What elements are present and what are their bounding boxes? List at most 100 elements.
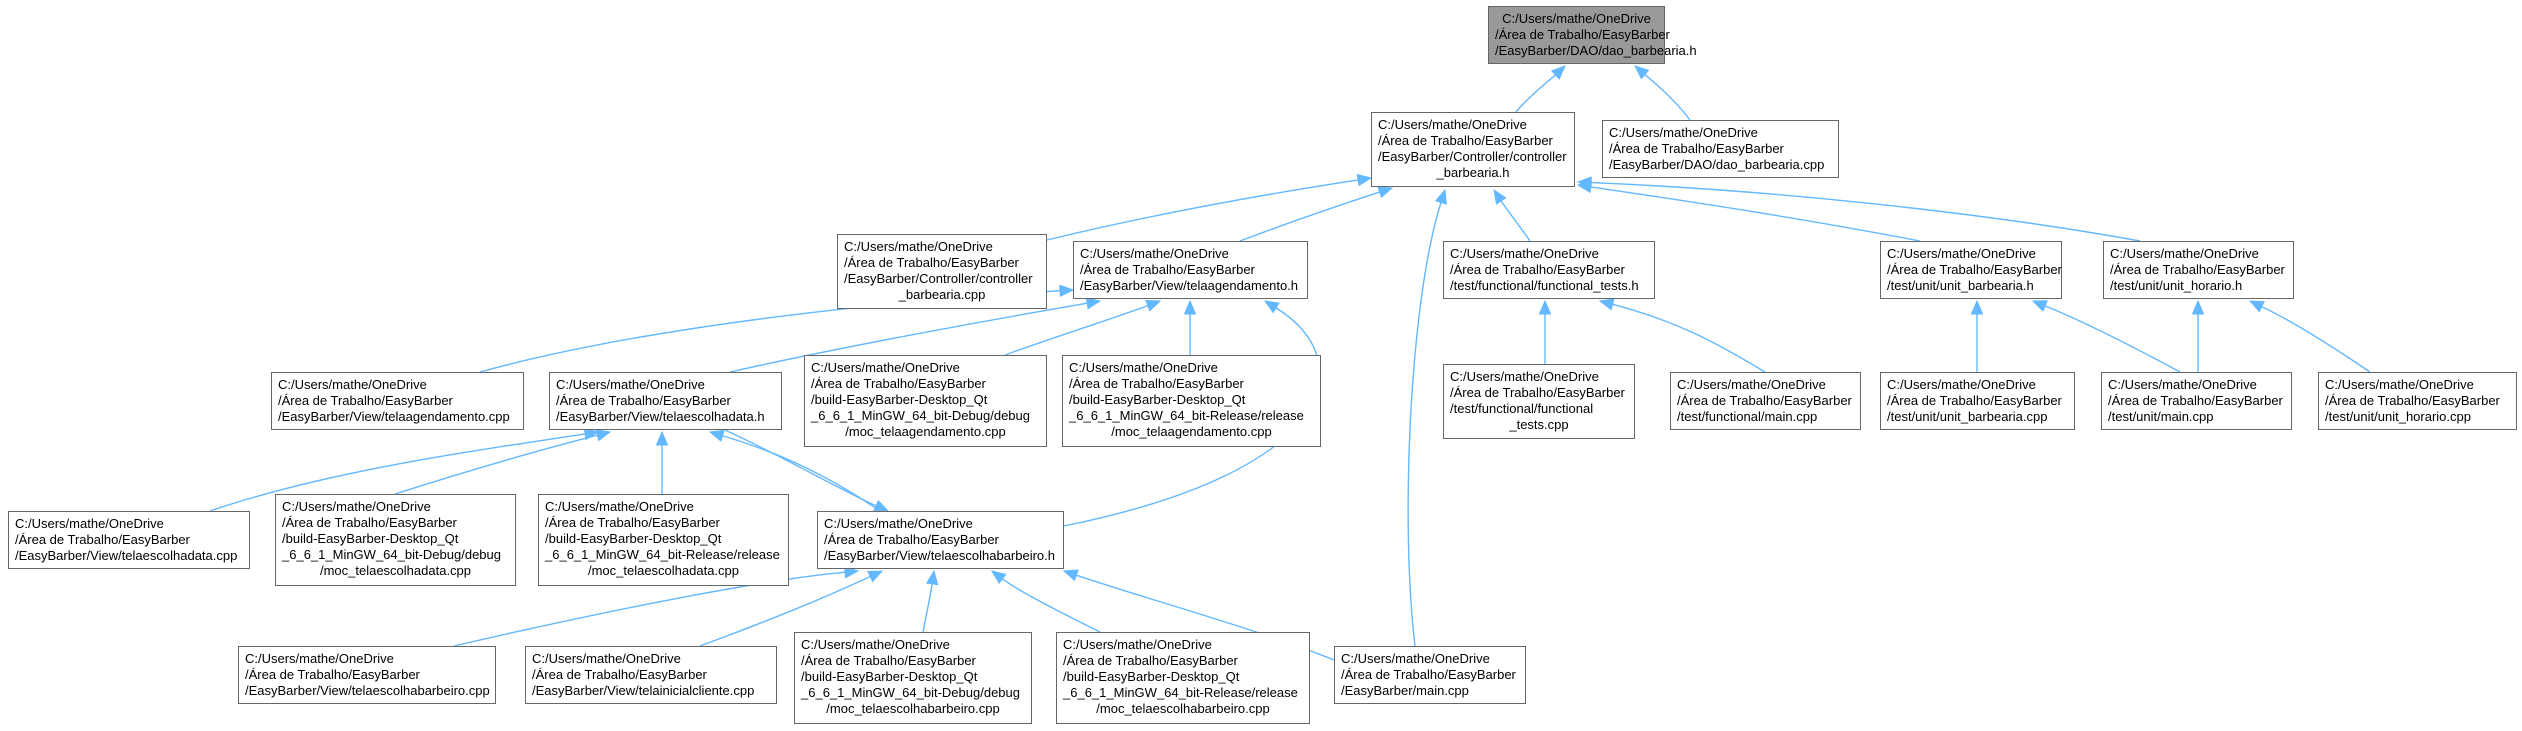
node-telaescolhabarbeiro-h[interactable]: C:/Users/mathe/OneDrive /Área de Trabalh… [817,511,1064,569]
node-unit-horario-cpp[interactable]: C:/Users/mathe/OneDrive /Área de Trabalh… [2318,372,2517,430]
node-line: /EasyBarber/View/telaagendamento.h [1080,278,1299,293]
arrowhead-n15-to-n7 [1970,299,1984,315]
edge-n11-to-n5 [1004,304,1149,356]
node-telaescolhabarbeiro-cpp[interactable]: C:/Users/mathe/OneDrive /Área de Trabalh… [238,646,496,704]
node-line: /Área de Trabalho/EasyBarber [811,376,986,391]
node-line: C:/Users/mathe/OneDrive [1887,377,2036,392]
node-controller-barbearia-h[interactable]: C:/Users/mathe/OneDrive /Área de Trabalh… [1371,112,1575,187]
node-line: C:/Users/mathe/OneDrive [2325,377,2474,392]
node-line: /Área de Trabalho/EasyBarber [545,515,720,530]
node-line: /EasyBarber/DAO/dao_barbearia.cpp [1609,157,1825,172]
node-line: _6_6_1_MinGW_64_bit-Debug/debug [801,685,1020,700]
node-line: _tests.cpp [1509,417,1569,432]
node-line: _6_6_1_MinGW_64_bit-Release/release [1069,408,1304,423]
node-line: C:/Users/mathe/OneDrive [801,637,950,652]
node-line: /moc_telaescolhadata.cpp [319,563,472,578]
node-line: /test/functional/main.cpp [1677,409,1818,424]
arrowhead-n10-to-n5 [1085,297,1102,310]
node-moc-telaescolhabarbeiro-debug[interactable]: C:/Users/mathe/OneDrive /Área de Trabalh… [794,632,1032,724]
node-telaagendamento-h[interactable]: C:/Users/mathe/OneDrive /Área de Trabalh… [1073,241,1308,299]
node-telainicialcliente-cpp[interactable]: C:/Users/mathe/OneDrive /Área de Trabalh… [525,646,777,704]
node-line: /EasyBarber/main.cpp [1341,683,1469,698]
node-line: C:/Users/mathe/OneDrive [245,651,394,666]
node-telaescolhadata-h[interactable]: C:/Users/mathe/OneDrive /Área de Trabalh… [549,372,782,430]
edge-n16-to-n7 [2044,305,2181,373]
node-main-cpp[interactable]: C:/Users/mathe/OneDrive /Área de Trabalh… [1334,646,1526,704]
node-line: /build-EasyBarber-Desktop_Qt [1069,392,1246,407]
node-moc-telaescolhadata-debug[interactable]: C:/Users/mathe/OneDrive /Área de Trabalh… [275,494,516,586]
node-line: /EasyBarber/Controller/controller [1378,149,1567,164]
node-line: C:/Users/mathe/OneDrive [1063,637,1212,652]
node-line: /Área de Trabalho/EasyBarber [824,532,999,547]
node-line: _barbearia.h [1436,165,1510,180]
node-line: /moc_telaescolhabarbeiro.cpp [1096,701,1270,716]
node-telaagendamento-cpp[interactable]: C:/Users/mathe/OneDrive /Área de Trabalh… [271,372,524,430]
node-line: C:/Users/mathe/OneDrive [278,377,427,392]
edge-n22-to-n21 [453,571,846,647]
edge-n2-to-n1 [1515,74,1556,113]
node-line: C:/Users/mathe/OneDrive [556,377,705,392]
node-moc-telaescolhabarbeiro-release[interactable]: C:/Users/mathe/OneDrive /Área de Trabalh… [1056,632,1310,724]
node-unit-horario-h[interactable]: C:/Users/mathe/OneDrive /Área de Trabalh… [2103,241,2294,299]
node-functional-tests-h[interactable]: C:/Users/mathe/OneDrive /Área de Trabalh… [1443,241,1655,299]
node-dao-barbearia-cpp[interactable]: C:/Users/mathe/OneDrive /Área de Trabalh… [1602,120,1839,178]
node-line: /build-EasyBarber-Desktop_Qt [282,531,459,546]
node-line: /EasyBarber/Controller/controller [844,271,1033,286]
node-line: /Área de Trabalho/EasyBarber [1080,262,1255,277]
node-line: /test/functional/functional [1450,401,1594,416]
node-telaescolhadata-cpp[interactable]: C:/Users/mathe/OneDrive /Área de Trabalh… [8,511,250,569]
node-line: /Área de Trabalho/EasyBarber [1063,653,1238,668]
node-line: /Área de Trabalho/EasyBarber [1069,376,1244,391]
node-line: /build-EasyBarber-Desktop_Qt [1063,669,1240,684]
arrowhead-n4-to-n2 [1356,173,1373,187]
node-line: /EasyBarber/View/telaescolhadata.h [556,409,765,424]
arrowhead-n21-to-n10 [708,429,725,442]
node-moc-telaagendamento-debug[interactable]: C:/Users/mathe/OneDrive /Área de Trabalh… [804,355,1047,447]
node-line: C:/Users/mathe/OneDrive [844,239,993,254]
node-line: /Área de Trabalho/EasyBarber [1341,667,1516,682]
node-line: /build-EasyBarber-Desktop_Qt [801,669,978,684]
node-line: /EasyBarber/View/telaagendamento.cpp [278,409,510,424]
node-line: C:/Users/mathe/OneDrive [1887,246,2036,261]
arrowhead-n6-to-n2 [1493,188,1507,205]
node-line: /test/functional/functional_tests.h [1450,278,1639,293]
arrowhead-n13-to-n6 [1538,299,1552,315]
node-line: C:/Users/mathe/OneDrive [1450,246,1599,261]
edge-n14-to-n6 [1612,303,1766,373]
node-functional-main-cpp[interactable]: C:/Users/mathe/OneDrive /Área de Trabalh… [1670,372,1861,430]
node-line: /test/unit/unit_barbearia.cpp [1887,409,2048,424]
node-line: /EasyBarber/View/telainicialcliente.cpp [532,683,755,698]
node-moc-telaagendamento-release[interactable]: C:/Users/mathe/OneDrive /Área de Trabalh… [1062,355,1321,447]
arrowhead-n11-to-n5 [1145,299,1162,312]
node-line: /Área de Trabalho/EasyBarber [2108,393,2283,408]
node-line: C:/Users/mathe/OneDrive [2108,377,2257,392]
node-line: /Área de Trabalho/EasyBarber [532,667,707,682]
node-line: /moc_telaagendamento.cpp [845,424,1006,439]
node-controller-barbearia-cpp[interactable]: C:/Users/mathe/OneDrive /Área de Trabalh… [837,234,1047,309]
node-line: /test/unit/main.cpp [2108,409,2214,424]
arrowhead-n26-to-n2 [1434,188,1447,205]
arrowhead-n8-to-n2 [1576,176,1592,189]
node-unit-barbearia-h[interactable]: C:/Users/mathe/OneDrive /Área de Trabalh… [1880,241,2062,299]
node-unit-barbearia-cpp[interactable]: C:/Users/mathe/OneDrive /Área de Trabalh… [1880,372,2075,430]
node-line: /build-EasyBarber-Desktop_Qt [545,531,722,546]
node-line: /Área de Trabalho/EasyBarber [1677,393,1852,408]
node-moc-telaescolhadata-release[interactable]: C:/Users/mathe/OneDrive /Área de Trabalh… [538,494,789,586]
arrowhead-n20-to-n10 [655,430,669,446]
arrowhead-n26-to-n21 [1062,569,1079,582]
edge-n3-to-n1 [1644,73,1691,121]
arrowhead-n17-to-n8 [2248,300,2265,313]
node-line: /moc_telaagendamento.cpp [1111,424,1272,439]
node-line: /Área de Trabalho/EasyBarber [1609,141,1784,156]
node-functional-tests-cpp[interactable]: C:/Users/mathe/OneDrive /Área de Trabalh… [1443,364,1635,439]
node-dao-barbearia-h[interactable]: C:/Users/mathe/OneDrive /Área de Trabalh… [1488,6,1697,64]
edge-n5-to-n2 [1239,191,1380,242]
node-line: /Área de Trabalho/EasyBarber [245,667,420,682]
node-line: /Área de Trabalho/EasyBarber [282,515,457,530]
node-line: C:/Users/mathe/OneDrive [1341,651,1490,666]
node-line: /Área de Trabalho/EasyBarber [844,255,1019,270]
node-unit-main-cpp[interactable]: C:/Users/mathe/OneDrive /Área de Trabalh… [2101,372,2292,430]
arrowhead-n16-to-n7 [2031,300,2048,312]
node-line: _barbearia.cpp [898,287,986,302]
node-line: C:/Users/mathe/OneDrive [532,651,681,666]
